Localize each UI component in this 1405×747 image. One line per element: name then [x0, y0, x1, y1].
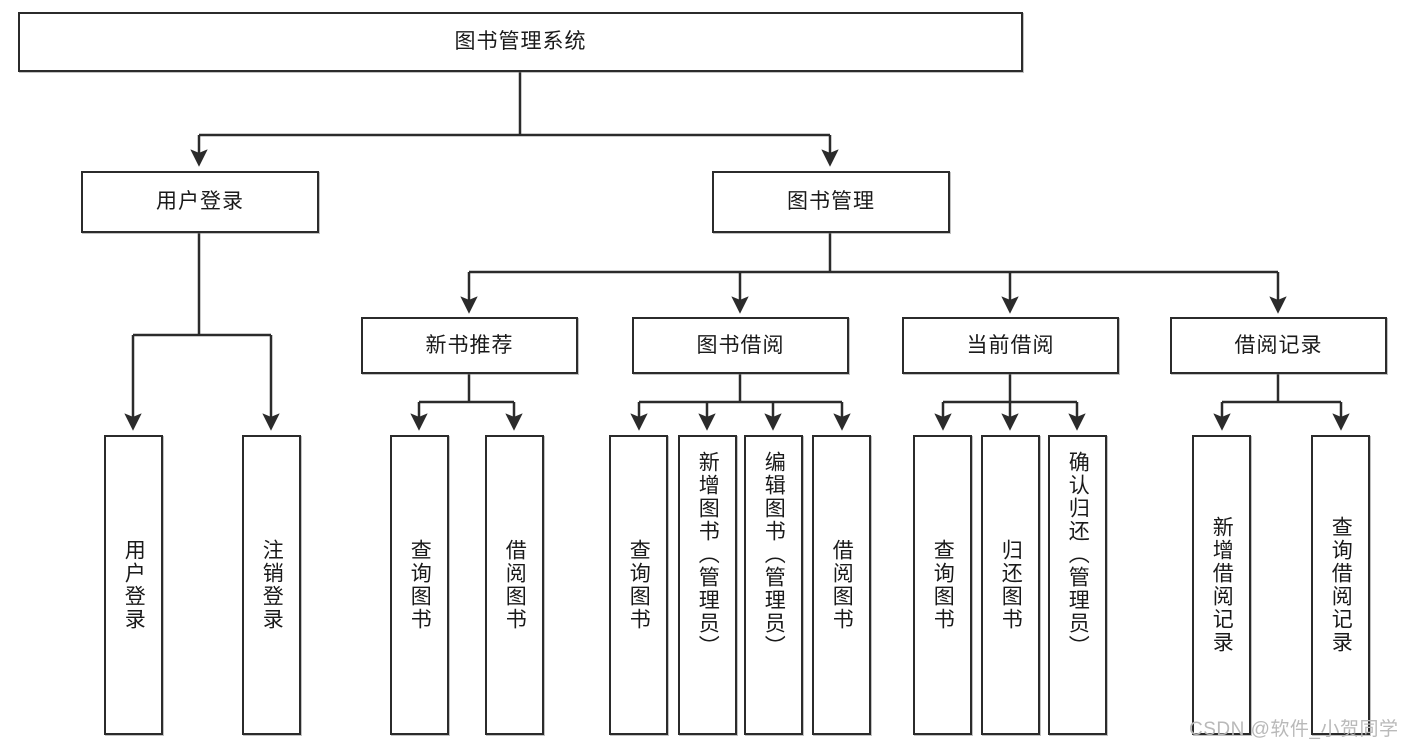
leaf-borrow-book-1[interactable]: 借阅图书: [485, 435, 544, 735]
leaf-query-record-label: 查询借阅记录: [1329, 516, 1353, 654]
node-book-manage[interactable]: 图书管理: [712, 171, 950, 233]
leaf-query-book-2-label: 查询图书: [627, 539, 651, 631]
leaf-add-book[interactable]: 新增图书（管理员）: [678, 435, 737, 735]
node-new-book-recommend-label: 新书推荐: [425, 333, 514, 357]
node-current-borrow[interactable]: 当前借阅: [902, 317, 1119, 374]
node-root[interactable]: 图书管理系统: [18, 12, 1023, 72]
node-borrow-record[interactable]: 借阅记录: [1170, 317, 1387, 374]
leaf-query-book-3-label: 查询图书: [931, 539, 955, 631]
node-root-label: 图书管理系统: [454, 30, 587, 54]
node-book-manage-label: 图书管理: [787, 190, 875, 214]
leaf-logout-login-label: 注销登录: [260, 539, 284, 631]
leaf-edit-book-label: 编辑图书（管理员）: [762, 451, 786, 658]
leaf-return-book[interactable]: 归还图书: [981, 435, 1040, 735]
leaf-borrow-book-1-label: 借阅图书: [503, 539, 527, 631]
leaf-return-book-label: 归还图书: [999, 539, 1023, 631]
node-user-login[interactable]: 用户登录: [81, 171, 319, 233]
node-current-borrow-label: 当前借阅: [966, 333, 1055, 357]
leaf-query-book-1-label: 查询图书: [408, 539, 432, 631]
leaf-confirm-return[interactable]: 确认归还（管理员）: [1048, 435, 1107, 735]
leaf-add-record-label: 新增借阅记录: [1210, 516, 1234, 654]
leaf-user-login-label: 用户登录: [122, 539, 146, 631]
leaf-edit-book[interactable]: 编辑图书（管理员）: [744, 435, 803, 735]
leaf-borrow-book-2-label: 借阅图书: [830, 539, 854, 631]
leaf-borrow-book-2[interactable]: 借阅图书: [812, 435, 871, 735]
leaf-confirm-return-label: 确认归还（管理员）: [1066, 451, 1090, 658]
node-book-borrow[interactable]: 图书借阅: [632, 317, 849, 374]
leaf-query-book-1[interactable]: 查询图书: [390, 435, 449, 735]
leaf-query-book-3[interactable]: 查询图书: [913, 435, 972, 735]
node-user-login-label: 用户登录: [156, 190, 244, 214]
node-borrow-record-label: 借阅记录: [1234, 333, 1323, 357]
leaf-user-login[interactable]: 用户登录: [104, 435, 163, 735]
leaf-logout-login[interactable]: 注销登录: [242, 435, 301, 735]
csdn-watermark: CSDN @软件_小贺同学: [1189, 719, 1399, 740]
leaf-query-book-2[interactable]: 查询图书: [609, 435, 668, 735]
node-new-book-recommend[interactable]: 新书推荐: [361, 317, 578, 374]
leaf-add-book-label: 新增图书（管理员）: [696, 451, 720, 658]
node-book-borrow-label: 图书借阅: [696, 333, 785, 357]
leaf-query-record[interactable]: 查询借阅记录: [1311, 435, 1370, 735]
leaf-add-record[interactable]: 新增借阅记录: [1192, 435, 1251, 735]
